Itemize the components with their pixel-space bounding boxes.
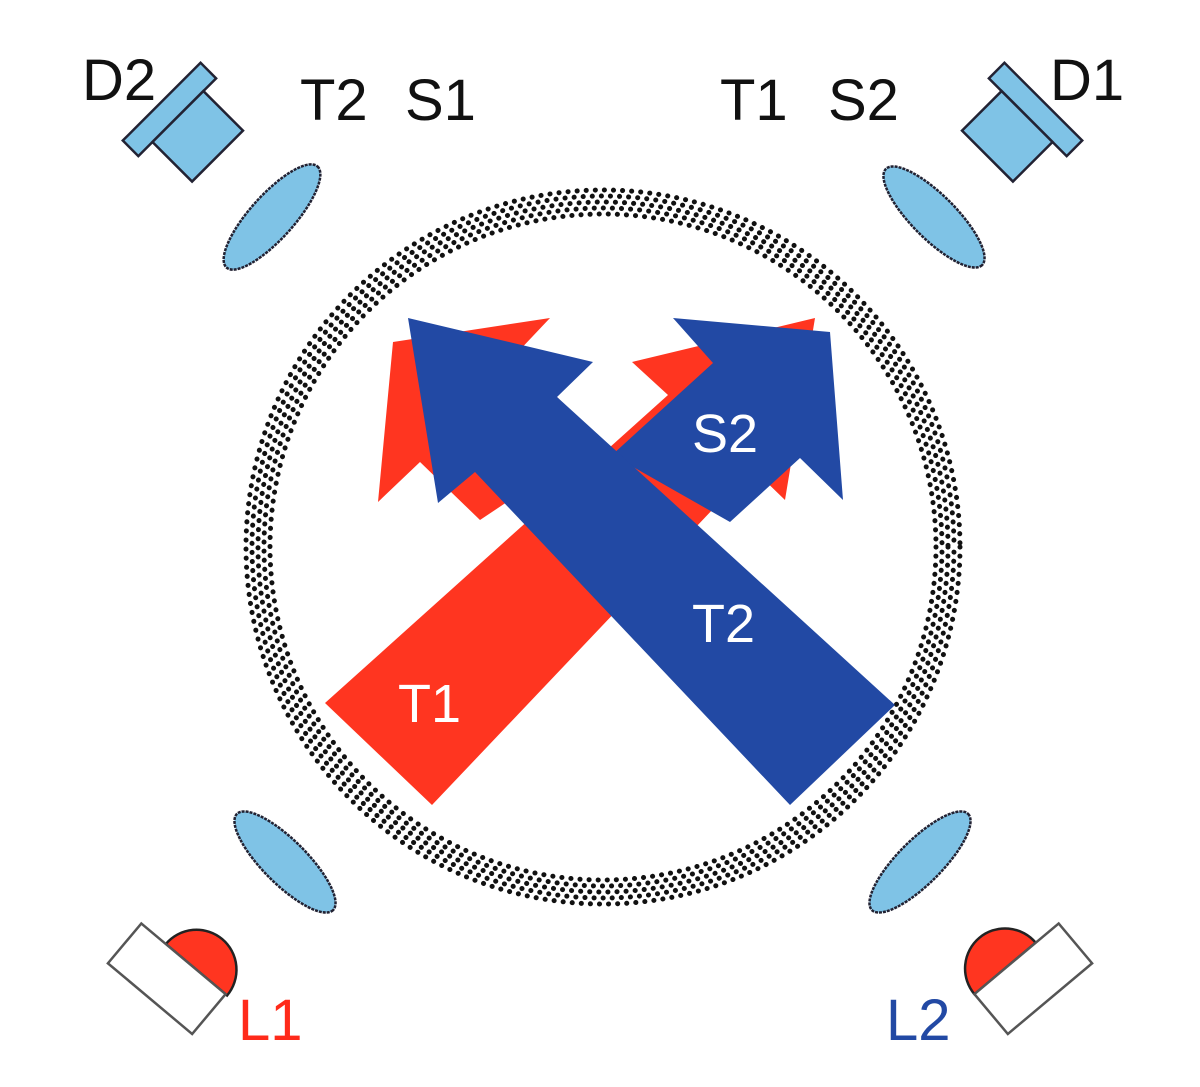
arrow-label-t2: T2 (692, 594, 755, 654)
lens-top-left (222, 163, 322, 271)
lens-bottom-right (868, 810, 972, 914)
detector-d1-icon (960, 61, 1084, 184)
blue-s2-arrow (612, 318, 843, 522)
label-d2: D2 (82, 48, 156, 113)
chamber-ring (243, 187, 963, 907)
label-s2: S2 (828, 68, 899, 133)
laser-l2-icon (963, 921, 1094, 1036)
laser-l1-icon (106, 921, 238, 1036)
label-t1: T1 (720, 68, 788, 133)
lens-top-right (882, 165, 986, 269)
arrow-label-s2: S2 (692, 404, 758, 464)
label-l1: L1 (238, 988, 303, 1053)
label-t2: T2 (300, 68, 368, 133)
blue-t2-arrow (408, 318, 895, 805)
label-l2: L2 (886, 988, 951, 1053)
detector-d2-icon (121, 61, 245, 184)
label-d1: D1 (1050, 48, 1124, 113)
label-s1: S1 (405, 68, 476, 133)
arrow-label-t1: T1 (398, 674, 461, 734)
lens-bottom-left (233, 810, 337, 914)
